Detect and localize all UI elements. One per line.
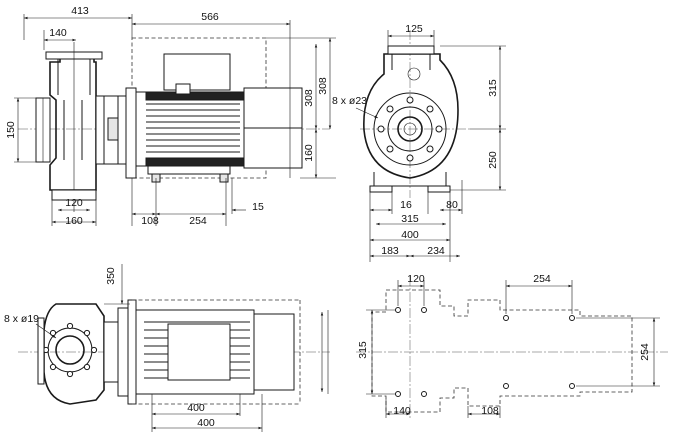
motor-cooling-fins [146,103,240,153]
dim-250: 250 [487,151,499,169]
hole-label-flange: 8 x ø19 [4,313,39,325]
dim-plan-108: 108 [481,405,499,417]
bottom-view: 8 x ø19 350 400 400 [4,264,330,432]
dim-108: 108 [141,215,159,227]
plan-view: 120 254 315 254 140 108 [356,273,668,420]
dim-125: 125 [405,23,423,35]
dim-plan-315: 315 [357,341,369,359]
dim-566: 566 [201,11,219,23]
dim-120: 120 [65,197,83,209]
dim-308-b: 308 [317,77,329,95]
dim-150: 150 [5,121,17,139]
dim-plan-254: 254 [533,273,551,285]
dim-234: 234 [427,245,445,257]
front-view: 413 140 566 308 308 160 150 120 160 108 … [5,5,336,227]
dim-308-a: 308 [303,89,315,107]
flange-bolts [42,322,98,378]
dim-16: 16 [400,199,412,211]
dim-315-base: 315 [401,213,419,225]
dim-400-a: 400 [187,402,205,414]
hole-label-side: 8 x ø23 [332,95,367,107]
plan-mount-holes [395,307,575,397]
dim-plan-254-right: 254 [639,343,651,361]
dim-254: 254 [189,215,207,227]
dim-400-side: 400 [401,229,419,241]
dim-400-b: 400 [197,417,215,429]
dim-413: 413 [71,5,89,17]
bolt-holes [377,96,443,162]
dim-160-vertical: 160 [303,144,315,162]
dim-15: 15 [252,201,264,213]
dim-183: 183 [381,245,399,257]
side-view: 125 315 250 8 x ø23 16 80 315 400 183 23… [332,23,506,262]
dim-315-vertical: 315 [487,79,499,97]
dim-plan-120: 120 [407,273,425,285]
dim-350: 350 [105,267,117,285]
dim-80: 80 [446,199,458,211]
dim-plan-140: 140 [393,405,411,417]
dim-160-base: 160 [65,215,83,227]
dim-140: 140 [49,27,67,39]
